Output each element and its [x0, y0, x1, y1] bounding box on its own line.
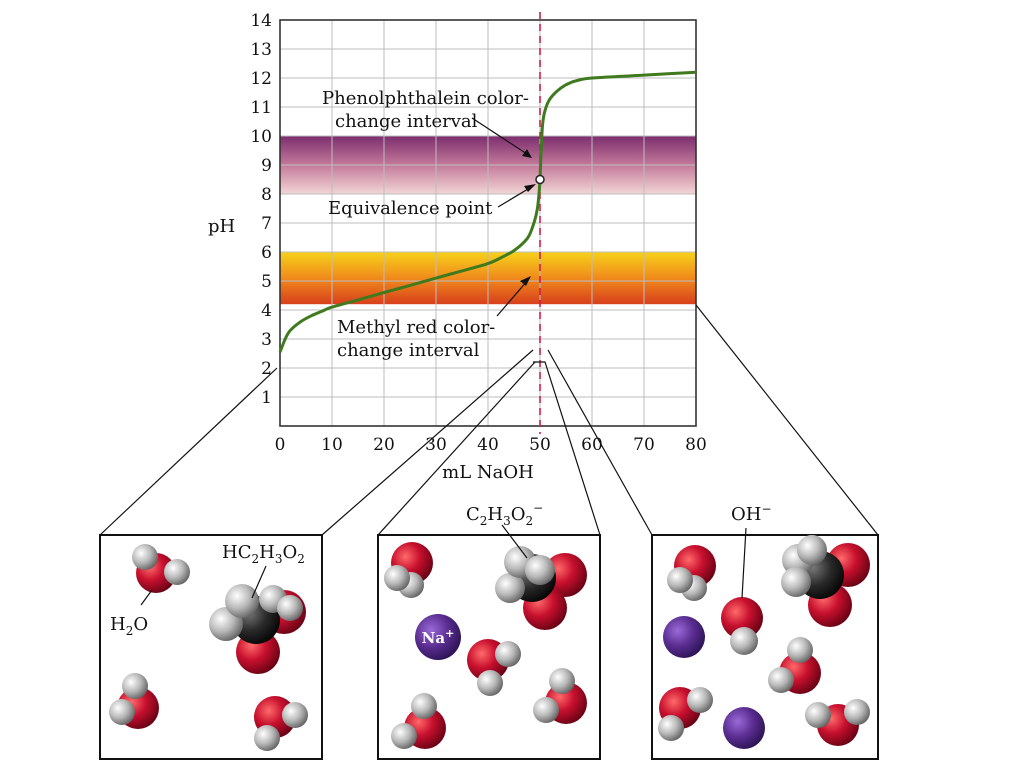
panel-acid-start: H2O HC2H3O2: [99, 534, 323, 760]
panel-half-equivalence: Na+ C2H3O2−: [377, 501, 601, 760]
water-molecule: [391, 693, 446, 749]
x-tick-label: 10: [321, 435, 343, 455]
y-tick-label: 12: [250, 69, 272, 89]
annotation-line: Equivalence point: [328, 198, 493, 219]
annotation-line: change interval: [337, 340, 480, 361]
water-molecule: [467, 639, 521, 696]
water-molecule: [768, 637, 821, 694]
y-tick-label: 4: [261, 301, 272, 321]
label-pointer: [140, 589, 153, 606]
water-molecule: [658, 687, 713, 741]
y-tick-label: 10: [250, 127, 272, 147]
equivalence-point-marker: [535, 174, 545, 185]
water-molecule: [533, 668, 587, 724]
plot-area: [278, 12, 697, 434]
panel-past-equivalence: OH−: [651, 502, 879, 760]
water-molecule: [667, 545, 716, 601]
y-tick-label: 9: [261, 156, 272, 176]
y-tick-label: 11: [250, 98, 272, 118]
y-tick-label: 2: [261, 359, 272, 379]
acetate-ion: [495, 546, 587, 630]
arrow-head: [522, 149, 532, 158]
water-molecule: [132, 544, 190, 593]
water-molecule: [384, 542, 433, 598]
x-tick-label: 40: [477, 435, 499, 455]
titration-curve: [278, 70, 697, 353]
x-tick-labels: 0 10 20 30 40 50 60 70 80: [275, 435, 707, 455]
arrow-head: [520, 276, 531, 286]
plot-frame: [279, 19, 697, 427]
x-tick-label: 20: [373, 435, 395, 455]
hydroxide-ion: [721, 597, 763, 655]
y-tick-label: 7: [261, 214, 272, 234]
x-tick-label: 70: [633, 435, 655, 455]
y-tick-label: 13: [250, 40, 272, 60]
annotation-phenolphthalein: Phenolphthalein color- change interval: [322, 88, 532, 158]
label-pointer: [741, 527, 747, 599]
annotation-pointer: [471, 117, 531, 157]
x-tick-label: 30: [425, 435, 447, 455]
acetic-acid-molecule: [209, 584, 306, 674]
sodium-ion: [663, 616, 705, 658]
label-pointer: [251, 565, 267, 599]
x-tick-label: 0: [275, 435, 286, 455]
annotation-pointer: [496, 279, 529, 317]
y-tick-label: 1: [261, 388, 272, 408]
annotation-methyl-red: Methyl red color- change interval: [337, 276, 531, 361]
callout-lines: [99, 304, 879, 536]
annotation-line: Phenolphthalein color-: [322, 88, 529, 109]
x-axis-label: mL NaOH: [442, 462, 534, 483]
x-tick-label: 50: [529, 435, 551, 455]
acetate-ion: [781, 535, 870, 627]
x-tick-label: 60: [581, 435, 603, 455]
acetic-acid-label: HC2H3O2: [222, 542, 305, 566]
water-molecule: [109, 673, 159, 729]
label-pointer: [501, 524, 528, 559]
water-molecule: [254, 696, 308, 751]
hydroxide-label: OH−: [731, 502, 772, 525]
water-label: H2O: [110, 614, 148, 638]
y-tick-label: 3: [261, 330, 272, 350]
acetate-label: C2H3O2−: [466, 501, 543, 528]
sodium-ion: [723, 707, 765, 749]
sodium-ion: Na+: [415, 614, 461, 660]
sodium-label: Na+: [422, 627, 455, 647]
y-tick-label: 8: [261, 185, 272, 205]
y-tick-label: 14: [250, 11, 272, 31]
arrow-head: [524, 184, 536, 192]
y-tick-label: 6: [261, 243, 272, 263]
annotation-line: change interval: [335, 111, 478, 132]
annotation-line: Methyl red color-: [337, 317, 495, 338]
x-tick-label: 80: [685, 435, 707, 455]
y-tick-label: 5: [261, 272, 272, 292]
y-axis-label: pH: [208, 216, 235, 237]
annotation-equivalence: Equivalence point: [328, 184, 536, 219]
water-molecule: [805, 699, 870, 746]
